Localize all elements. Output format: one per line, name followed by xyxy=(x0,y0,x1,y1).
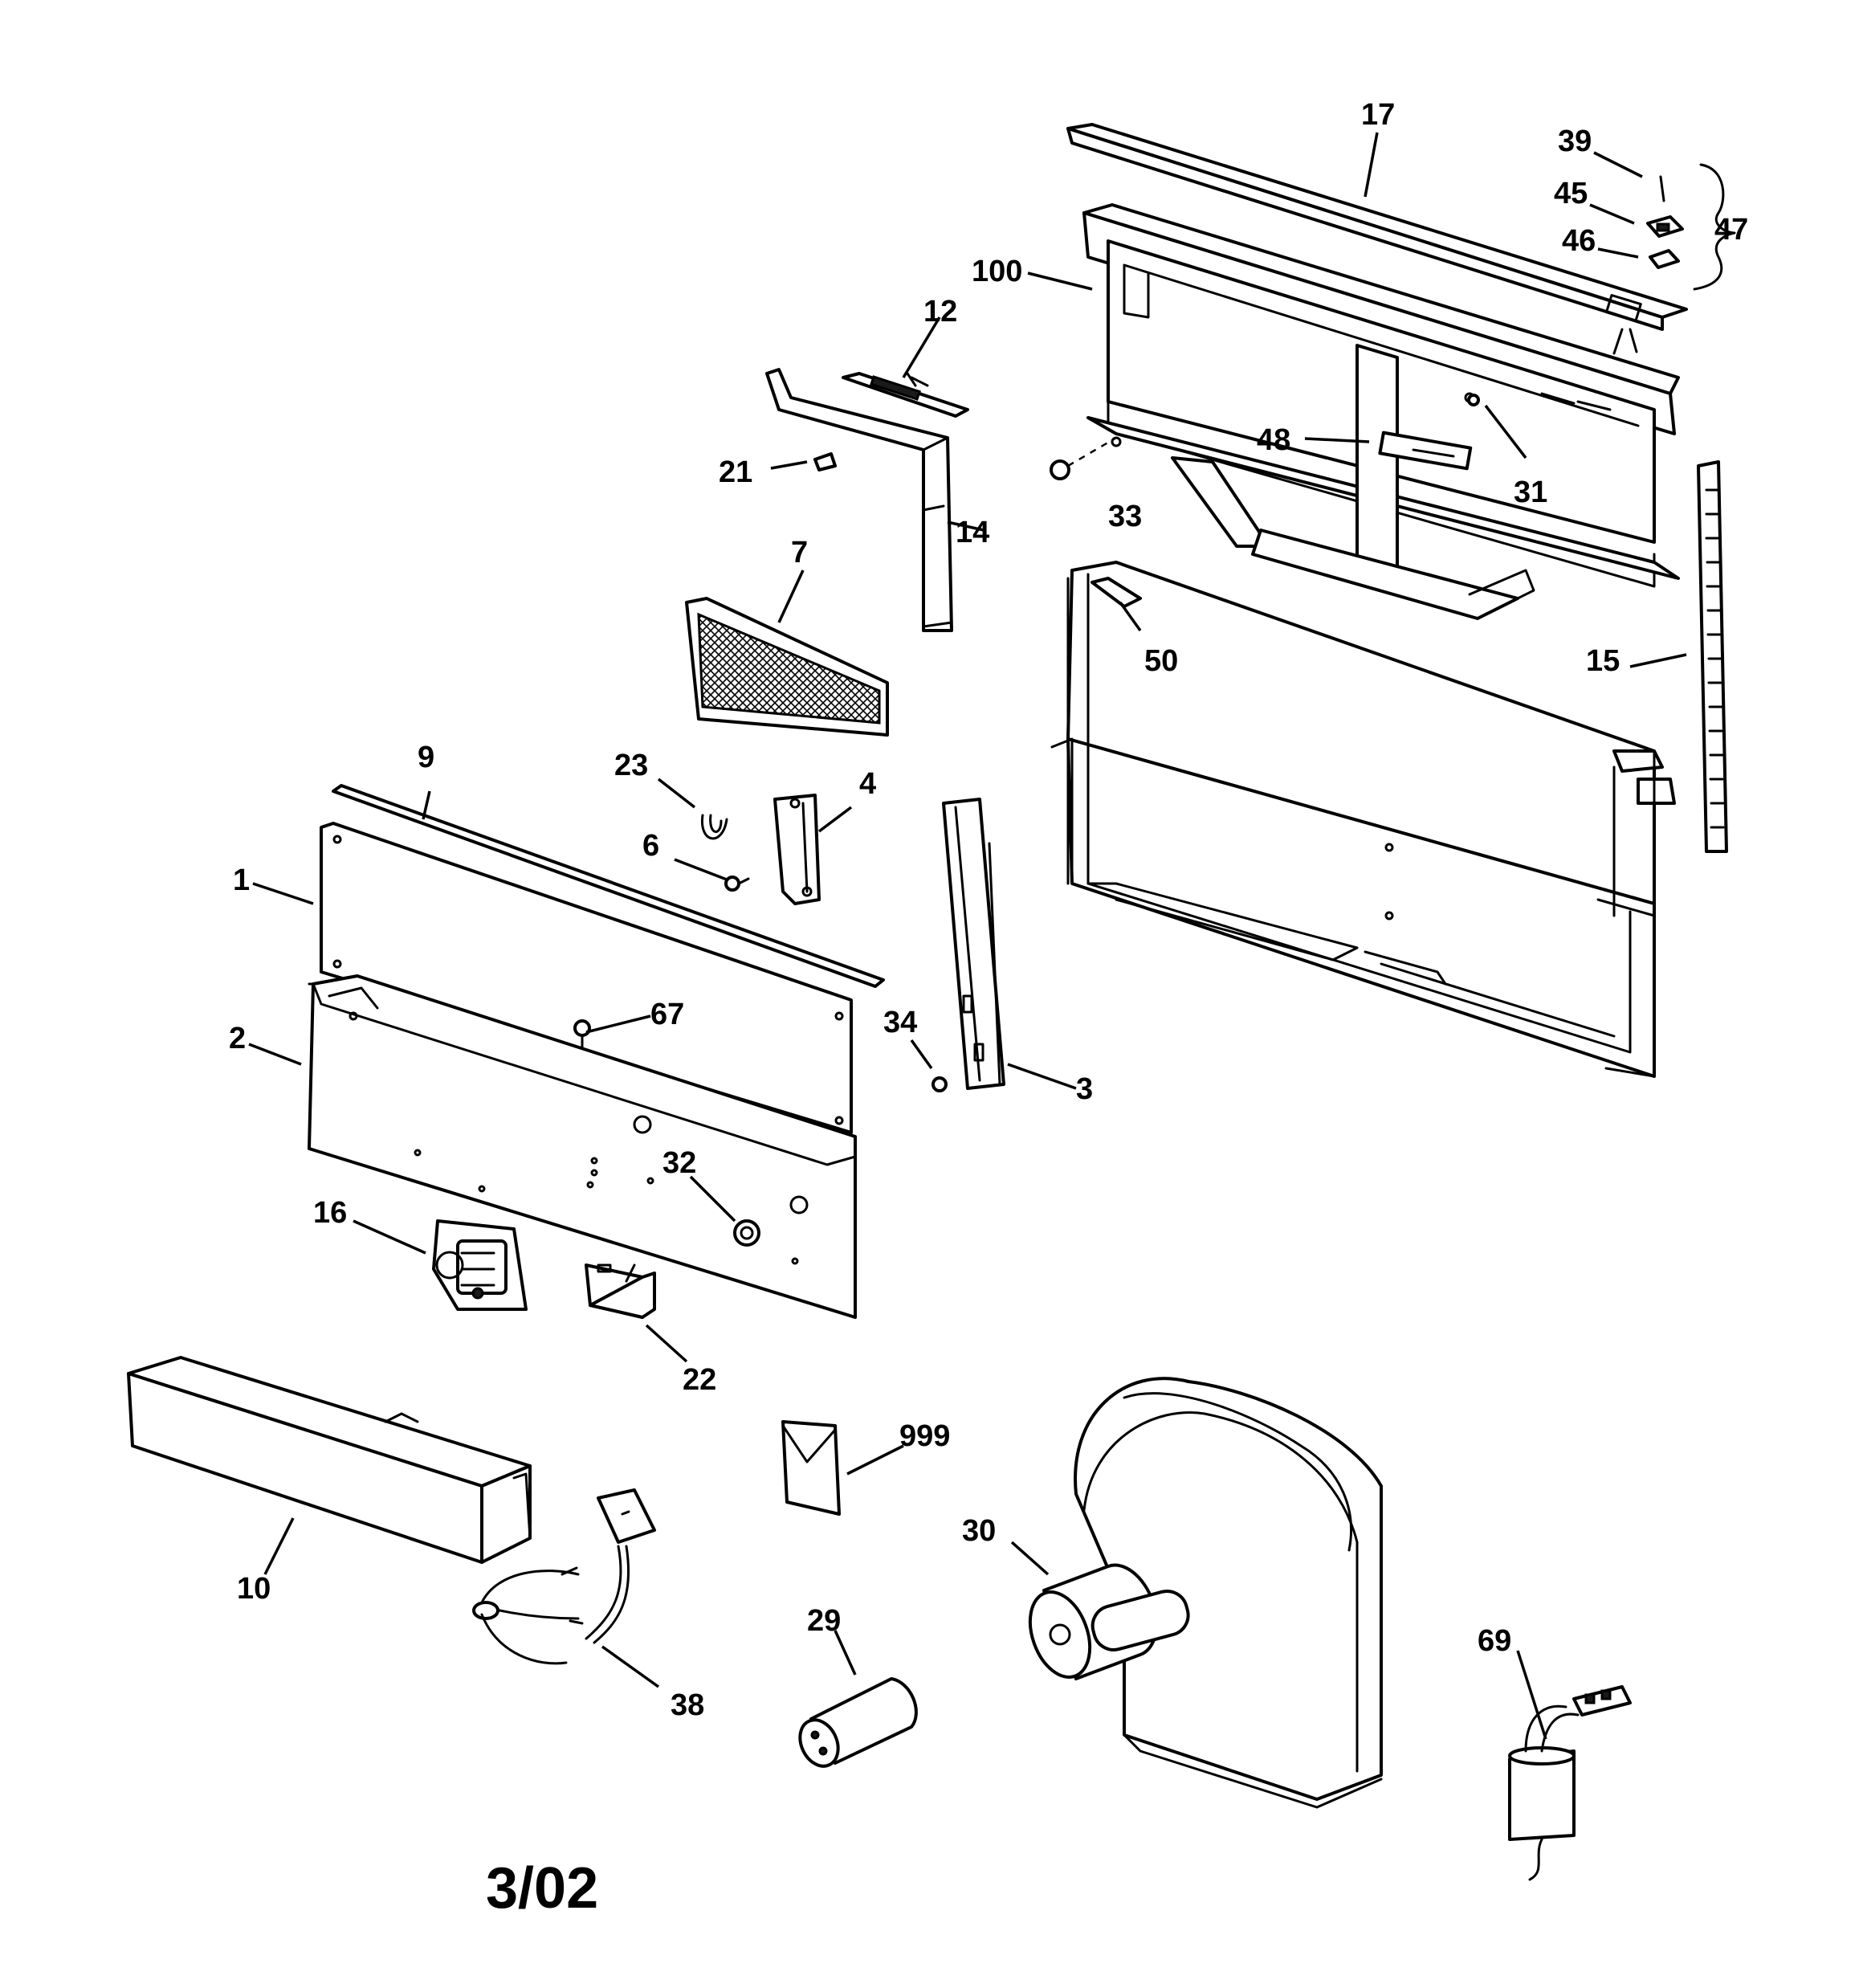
part-34-screw xyxy=(932,1076,948,1092)
part-29-capacitor xyxy=(798,1677,918,1768)
callout-3: 3 xyxy=(1076,1072,1093,1106)
callout-31: 31 xyxy=(1514,476,1547,509)
part-12-switch-bracket xyxy=(842,372,969,418)
part-21-clip xyxy=(813,452,837,471)
callout-10: 10 xyxy=(237,1572,271,1606)
part-4-mount-bracket xyxy=(773,794,821,905)
callout-39: 39 xyxy=(1558,125,1592,158)
callout-7: 7 xyxy=(791,536,808,569)
callout-30: 30 xyxy=(962,1514,996,1548)
part-1-upper-panel xyxy=(320,822,853,1134)
callout-21: 21 xyxy=(719,455,752,489)
callout-2: 2 xyxy=(229,1022,246,1055)
callout-9: 9 xyxy=(418,741,434,774)
part-999-literature-envelope xyxy=(781,1420,841,1516)
part-3-slide-rail xyxy=(942,798,1005,1090)
callout-67: 67 xyxy=(650,998,684,1031)
part-7-filter-grille xyxy=(685,597,889,737)
part-17-top-trim xyxy=(1066,123,1688,355)
part-16-timer-motor xyxy=(432,1219,528,1311)
callout-16: 16 xyxy=(313,1196,347,1230)
part-2-control-panel xyxy=(308,974,857,1319)
part-30-blower-assembly xyxy=(1028,1377,1383,1809)
callout-6: 6 xyxy=(642,829,659,863)
callout-100: 100 xyxy=(972,255,1022,288)
part-50-box-enclosure xyxy=(1050,561,1676,1078)
part-31-screw xyxy=(1467,394,1480,406)
callout-4: 4 xyxy=(859,767,876,801)
callout-32: 32 xyxy=(662,1146,696,1180)
callout-999: 999 xyxy=(899,1419,950,1453)
callout-1: 1 xyxy=(233,863,250,897)
part-10-junction-box xyxy=(127,1356,532,1564)
callout-17: 17 xyxy=(1361,98,1395,132)
part-6-screw xyxy=(724,876,750,892)
callout-15: 15 xyxy=(1586,644,1620,678)
part-100-vent-housing xyxy=(1082,203,1680,620)
callout-labels: 17 39 45 47 46 100 12 48 21 31 33 14 7 5… xyxy=(229,98,1748,1722)
part-22-switch xyxy=(585,1263,656,1319)
callout-45: 45 xyxy=(1554,177,1588,210)
part-14-channel-bracket xyxy=(765,368,953,632)
part-32-grommet xyxy=(733,1219,760,1247)
callout-47: 47 xyxy=(1714,213,1748,247)
callout-48: 48 xyxy=(1257,423,1290,457)
callout-34: 34 xyxy=(883,1006,917,1039)
callout-50: 50 xyxy=(1144,644,1178,678)
callout-29: 29 xyxy=(807,1604,841,1638)
callout-33: 33 xyxy=(1108,500,1142,533)
part-38-power-cord xyxy=(472,1488,656,1665)
callout-69: 69 xyxy=(1478,1624,1511,1658)
callout-22: 22 xyxy=(683,1363,716,1397)
part-39-45-46-hardware-kit xyxy=(1646,163,1736,291)
part-15-rack-strip xyxy=(1697,460,1728,853)
part-9-seal-strip xyxy=(332,784,885,988)
part-69-transformer xyxy=(1508,1685,1632,1881)
callout-46: 46 xyxy=(1562,224,1596,258)
part-33-plug-button xyxy=(1050,436,1117,480)
leader-lines xyxy=(248,132,1687,1740)
part-23-u-clip xyxy=(700,814,728,840)
callout-14: 14 xyxy=(956,516,989,549)
callout-38: 38 xyxy=(671,1688,704,1722)
part-67-screw xyxy=(573,1019,591,1050)
date-code: 3/02 xyxy=(486,1856,598,1921)
callout-12: 12 xyxy=(923,295,957,329)
callout-23: 23 xyxy=(614,749,648,782)
